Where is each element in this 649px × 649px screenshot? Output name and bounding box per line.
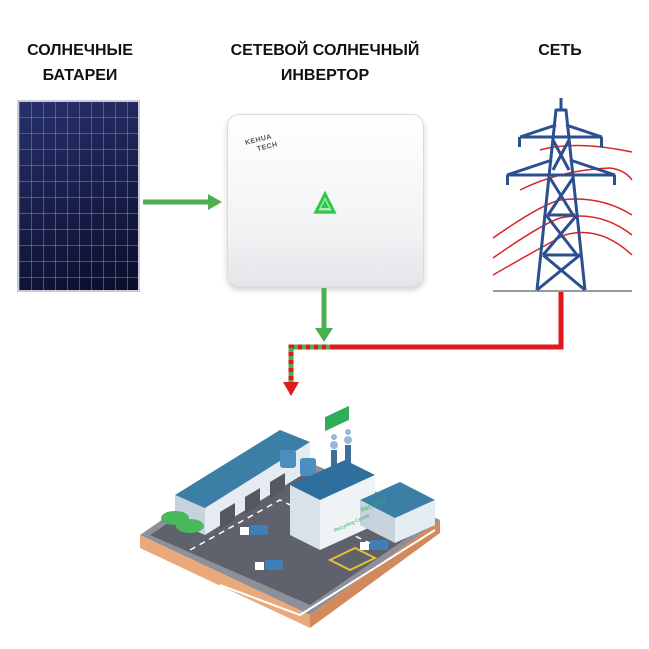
grid-label-text: СЕТЬ: [538, 42, 582, 59]
inverter-output-line: [315, 288, 333, 342]
solar-panels-label-line1: СОЛНЕЧНЫЕ: [27, 42, 133, 59]
solar-panels-label: СОЛНЕЧНЫЕ БАТАРЕИ: [5, 38, 155, 88]
grid-supply-line: [330, 292, 564, 350]
grid-label: СЕТЬ: [500, 38, 620, 63]
inverter-led-icon: [313, 190, 337, 214]
power-tower-icon: [492, 98, 633, 292]
inverter-image: KEHUA TECH: [227, 114, 424, 287]
recycling-sign-icon: [325, 405, 349, 432]
inverter-label-line2: ИНВЕРТОР: [280, 67, 370, 84]
inverter-label-line1: СЕТЕВОЙ СОЛНЕЧНЫЙ: [230, 42, 420, 59]
solar-panel-image: [17, 100, 140, 292]
mixed-flow-line: [283, 344, 330, 396]
factory-illustration: Recycling Recycling Centre: [140, 405, 440, 628]
inverter-label: СЕТЕВОЙ СОЛНЕЧНЫЙ ИНВЕРТОР: [195, 38, 455, 88]
solar-to-inverter-arrow: [143, 194, 222, 210]
solar-panels-label-line2: БАТАРЕИ: [42, 67, 118, 84]
